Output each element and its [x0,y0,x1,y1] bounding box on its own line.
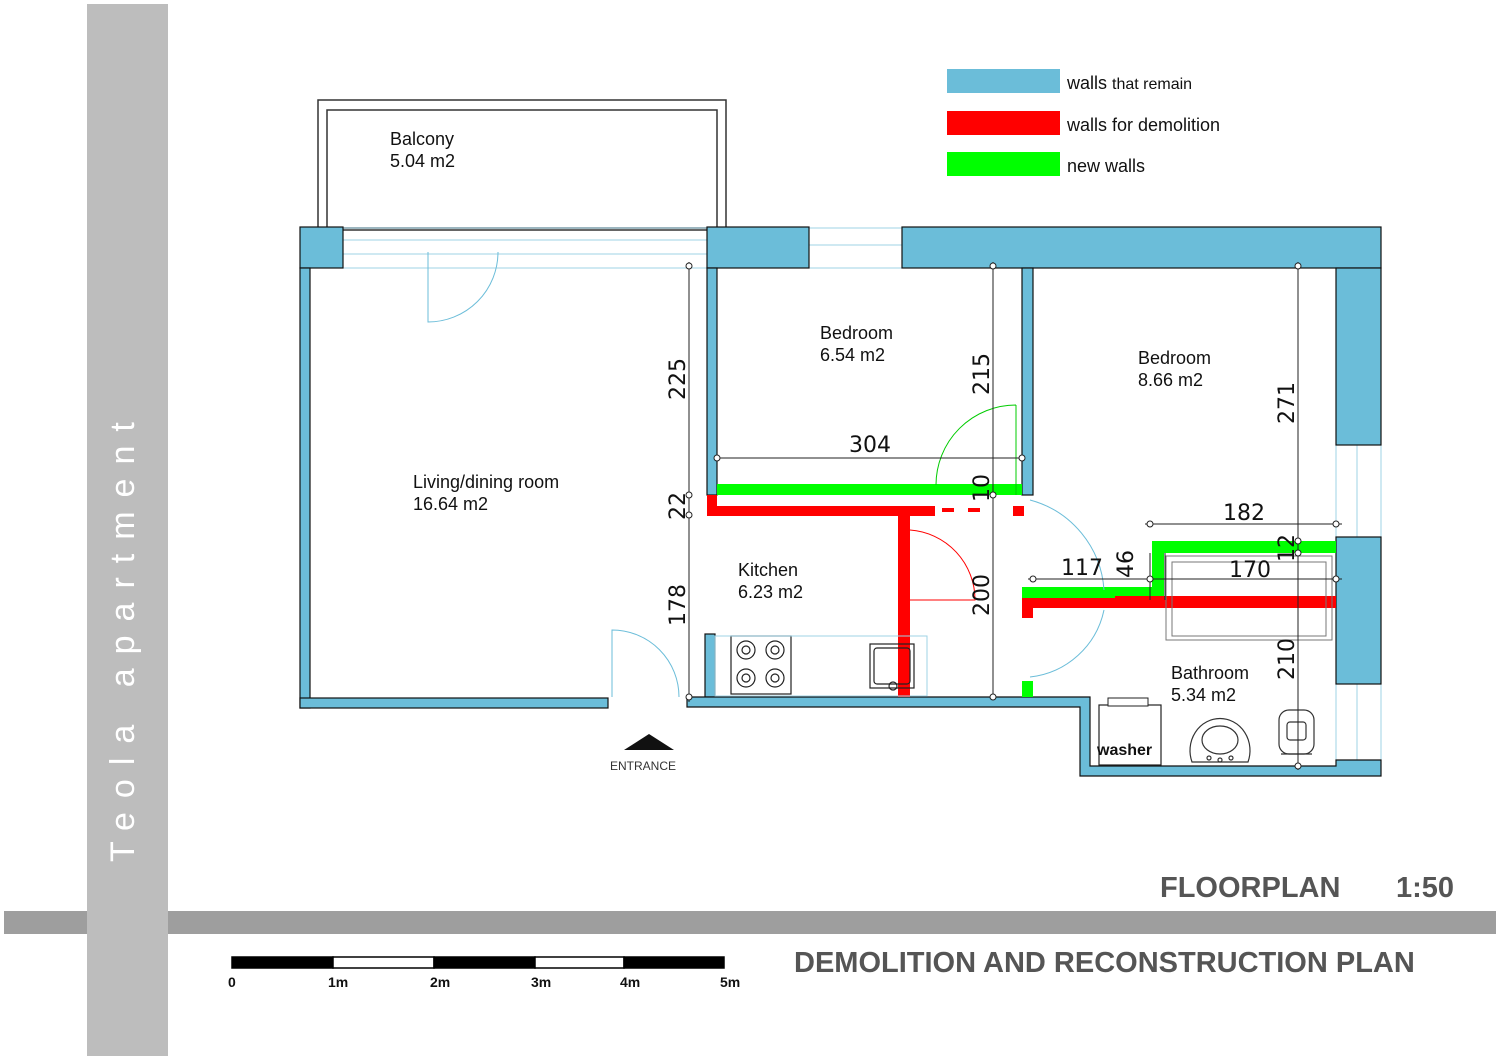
living-area: 16.64 m2 [413,494,488,514]
legend-label-new: new walls [1067,156,1145,176]
scale-ratio: 1:50 [1396,872,1454,904]
balcony-name: Balcony [390,129,454,149]
dim-182: 182 [1223,501,1265,526]
kitchen-name: Kitchen [738,560,798,580]
legend-label-demolition: walls for demolition [1066,115,1220,135]
bedroom1-area: 6.54 m2 [820,345,885,365]
scale-bar [231,956,725,969]
scale-tick-4m: 4m [620,974,640,990]
kitchen-area: 6.23 m2 [738,582,803,602]
plan-subtitle: DEMOLITION AND RECONSTRUCTION PLAN [794,947,1415,979]
dim-178: 178 [666,584,691,626]
dim-22: 22 [666,492,691,520]
dim-225: 225 [666,358,691,400]
legend-label-remain: walls that remain [1066,73,1192,93]
scale-tick-5m: 5m [720,974,740,990]
bedroom2-area: 8.66 m2 [1138,370,1203,390]
dim-117: 117 [1061,556,1103,581]
scale-tick-0: 0 [228,974,236,990]
dim-170: 170 [1229,558,1271,583]
balcony-outline [317,99,727,231]
scale-tick-1m: 1m [328,974,348,990]
walls-new [717,484,1336,697]
bathroom-name: Bathroom [1171,663,1249,683]
dim-271: 271 [1275,382,1300,424]
balcony-area: 5.04 m2 [390,151,455,171]
dim-215: 215 [970,353,995,395]
washer-icon [1098,697,1162,766]
floorplan-title: FLOORPLAN [1160,872,1340,904]
bedroom2-name: Bedroom [1138,348,1211,368]
sidebar-band [87,4,168,1056]
dimension-lines [688,262,1342,770]
bedroom1-name: Bedroom [820,323,893,343]
scale-tick-2m: 2m [430,974,450,990]
washbasin-icon [1189,717,1251,763]
scale-tick-3m: 3m [531,974,551,990]
kitchen-counter [714,635,928,697]
bathroom-area: 5.34 m2 [1171,685,1236,705]
doors [427,251,1105,698]
sidebar-title: Teola apartment [104,408,142,862]
walls-demolition [707,495,1336,697]
dimension-markers [685,262,1340,770]
toilet-icon [1278,709,1315,755]
entrance-label: ENTRANCE [610,759,676,773]
sink-icon [869,643,915,691]
dim-46: 46 [1114,550,1139,578]
legend: walls that remain walls for demolition n… [947,69,1220,176]
stove-icon [730,635,792,695]
living-name: Living/dining room [413,472,559,492]
legend-swatch-remain [947,69,1060,93]
dim-304: 304 [849,433,891,458]
dim-210: 210 [1275,638,1300,680]
washer-label: washer [1096,742,1152,759]
entrance-arrow-icon [624,734,674,750]
title-band [4,911,1496,934]
dim-10: 10 [970,474,995,502]
dim-12: 12 [1275,534,1300,562]
walls-remain [299,226,1382,777]
dim-200: 200 [970,574,995,616]
legend-swatch-new [947,152,1060,176]
bathtub-icon [1165,555,1333,641]
legend-swatch-demolition [947,111,1060,135]
